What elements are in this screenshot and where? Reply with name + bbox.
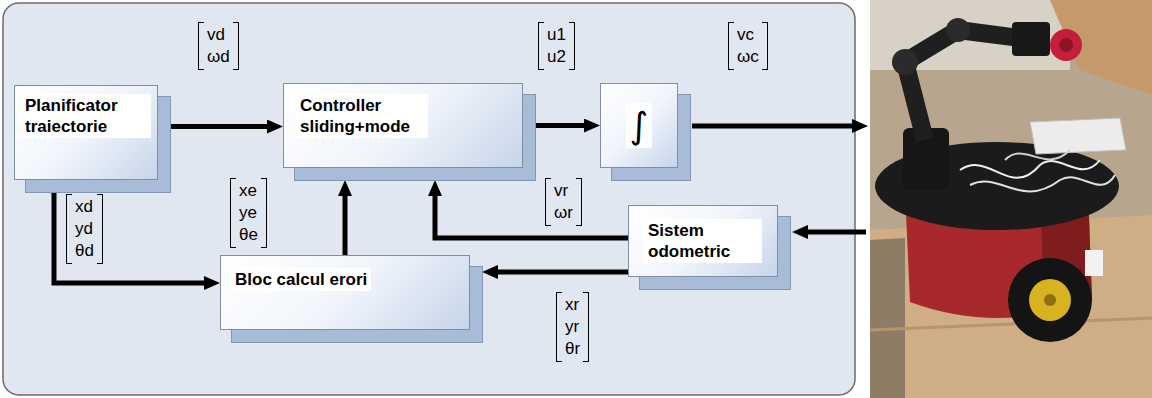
robot-photo bbox=[870, 0, 1152, 398]
signal-vector: xd yd θd bbox=[66, 194, 103, 264]
signal-arrow bbox=[498, 270, 628, 275]
command-arrow bbox=[692, 124, 852, 129]
arm-link bbox=[905, 30, 1020, 140]
process-box: Controller sliding+mode bbox=[283, 83, 523, 168]
box-label: Sistem odometric bbox=[644, 219, 762, 263]
gripped-object bbox=[1050, 29, 1082, 61]
process-box: Sistem odometric bbox=[628, 205, 778, 277]
photo-room bbox=[870, 0, 1152, 398]
signal-arrow bbox=[170, 124, 267, 129]
robot-box bbox=[1030, 118, 1126, 154]
signal-vector: xe ye θe bbox=[230, 178, 267, 248]
box-label: Planificator traiectorie bbox=[21, 94, 151, 138]
signal-vector: vr ωr bbox=[545, 178, 582, 226]
signal-vector: u1 u2 bbox=[538, 22, 575, 70]
signal-vector: vc ωc bbox=[728, 22, 768, 70]
signal-arrow bbox=[54, 192, 204, 283]
robot-cable bbox=[970, 175, 1115, 191]
robot-sticker bbox=[1085, 250, 1103, 276]
arm-joint bbox=[892, 49, 918, 75]
box-label: Controller sliding+mode bbox=[296, 94, 428, 138]
signal-arrow bbox=[435, 196, 628, 238]
box-label: Bloc calcul erori bbox=[231, 268, 371, 291]
signal-arrow bbox=[535, 123, 584, 128]
wheel-hub bbox=[1029, 279, 1071, 321]
system-panel bbox=[3, 3, 855, 395]
robot-wheel bbox=[1008, 258, 1092, 342]
process-box: Bloc calcul erori bbox=[220, 255, 470, 330]
signal-vector: xr yr θr bbox=[556, 292, 589, 362]
arm-joint bbox=[946, 18, 970, 42]
process-box: Planificator traiectorie bbox=[14, 85, 158, 180]
feedback-arrow bbox=[808, 230, 866, 235]
gripped-object bbox=[1059, 38, 1073, 52]
signal-arrow bbox=[343, 196, 348, 255]
wheel-hub bbox=[1044, 294, 1056, 306]
robot-cable bbox=[960, 160, 1100, 178]
photo-desk bbox=[1050, 0, 1152, 95]
robot-cable bbox=[1005, 150, 1070, 160]
box-label: ∫ bbox=[626, 103, 653, 148]
photo-table-edge bbox=[870, 318, 1152, 330]
photo-floor bbox=[870, 238, 905, 398]
process-box: ∫ bbox=[600, 83, 678, 168]
signal-vector: vd ωd bbox=[198, 22, 239, 70]
arm-gripper bbox=[1012, 22, 1050, 56]
